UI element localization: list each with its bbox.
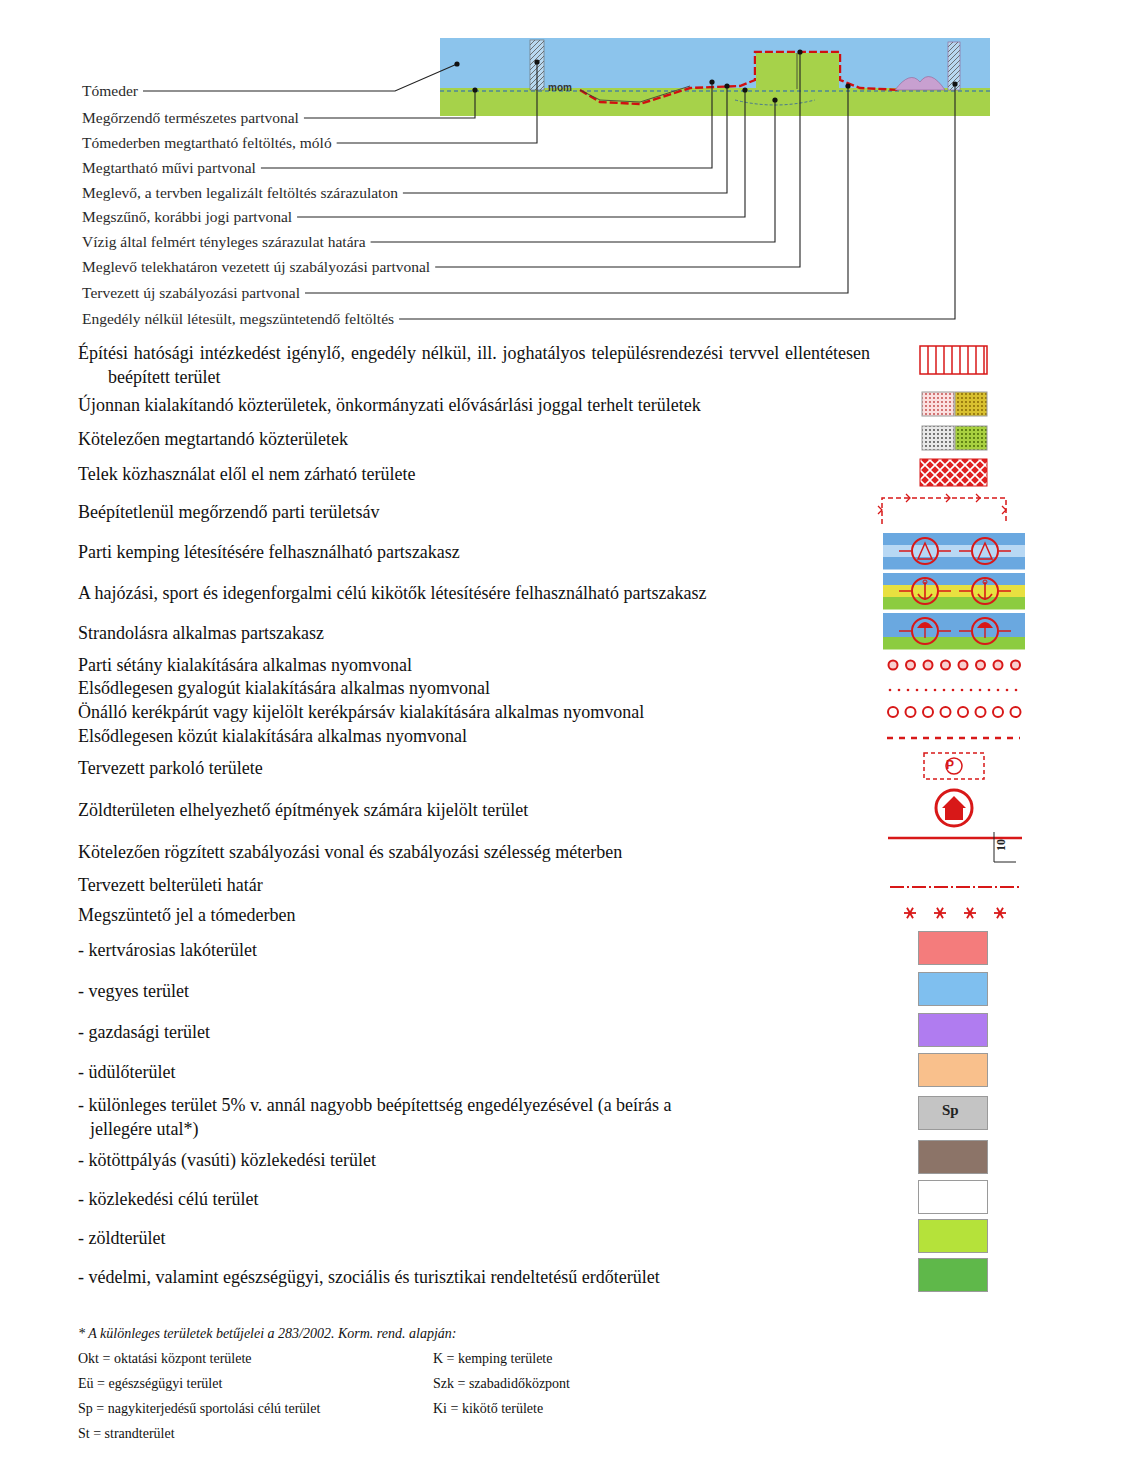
leader-line [371, 100, 775, 242]
leader-dot [772, 97, 777, 102]
legend-label: - különleges terület 5% v. annál nagyobb… [78, 1093, 683, 1141]
legend-label: - közlekedési célú terület [78, 1187, 258, 1211]
symbol-label: P [946, 758, 954, 772]
promenade-line-symbol [889, 661, 1021, 670]
legend-label: Kötelezően megtartandó közterületek [78, 427, 348, 451]
footnote: * A különleges területek betűjelei a 283… [78, 1325, 456, 1343]
callout-label: Meglevő telekhatáron vezetett új szabály… [82, 257, 430, 277]
leader-dot [724, 83, 729, 88]
callout-label: Engedély nélkül létesült, megszüntetendő… [82, 309, 394, 329]
callout-label: Meglevő, a tervben legalizált feltöltés … [82, 183, 398, 203]
legend-label: Kötelezően rögzített szabályozási vonal … [78, 840, 622, 864]
leader-line [304, 90, 475, 118]
legend-label: Újonnan kialakítandó közterületek, önkor… [78, 393, 701, 417]
footnote: Szk = szabadidőközpont [433, 1375, 570, 1393]
legend-label: Telek közhasználat elől el nem zárható t… [78, 462, 416, 486]
color-swatch [918, 1180, 988, 1214]
footnote: Eü = egészségügyi terület [78, 1375, 222, 1393]
callout-label: Megőrzendő természetes partvonal [82, 108, 299, 128]
legend-label: - vegyes terület [78, 979, 189, 1003]
footnote: St = strandterület [78, 1425, 175, 1443]
cross-section [440, 38, 990, 116]
leader-dot [797, 49, 802, 54]
legend-label: Zöldterületen elhelyezhető építmények sz… [78, 798, 528, 822]
inner-area-boundary-symbol [890, 887, 1020, 888]
leader-line [403, 86, 727, 193]
harbour-shore-symbol [883, 573, 1025, 610]
callout-label: Tervezett új szabályozási partvonal [82, 283, 300, 303]
legend-symbols [878, 346, 1025, 918]
legend-label: - üdülőterület [78, 1060, 175, 1084]
callout-label: Megszűnő, korábbi jogi partvonal [82, 207, 292, 227]
legend-label: Beépítetlenül megőrzendő parti területsá… [78, 500, 379, 524]
callout-label: Megtartható művi partvonal [82, 158, 256, 178]
parking-symbol [924, 753, 984, 779]
legend-label: - gazdasági terület [78, 1020, 210, 1044]
footnote: Okt = oktatási központ területe [78, 1350, 252, 1368]
leader-line [261, 82, 712, 168]
symbol-label: 10 [994, 839, 1008, 851]
legend-label: Tervezett parkoló területe [78, 756, 263, 780]
road-line-symbol [887, 738, 1020, 739]
legend-label: Strandolásra alkalmas partszakasz [78, 621, 324, 645]
color-swatch [918, 1013, 988, 1047]
removal-mark-symbol [904, 908, 1006, 918]
legend-label: - védelmi, valamint egészségügyi, szociá… [78, 1265, 660, 1289]
callout-label: Tómederben megtartható feltöltés, móló [82, 133, 332, 153]
callout-label: Vízig által felmért tényleges szárazulat… [82, 232, 366, 252]
color-swatch [918, 972, 988, 1006]
color-swatch [918, 1053, 988, 1087]
color-swatch [918, 1219, 988, 1253]
legend-label: - zöldterület [78, 1226, 165, 1250]
legend-label: Elsődlegesen gyalogút kialakítására alka… [78, 676, 490, 700]
color-swatch [918, 1258, 988, 1292]
footpath-line-symbol [889, 689, 1018, 692]
legend-label: - kertvárosias lakóterület [78, 938, 257, 962]
beach-shore-symbol [883, 613, 1025, 650]
color-swatch [918, 931, 988, 965]
color-swatch [918, 1140, 988, 1174]
legend-label: Építési hatósági intézkedést igénylő, en… [78, 341, 870, 389]
legend-label: Megszüntető jel a tómederben [78, 903, 295, 927]
symbol-label: Sp [942, 1102, 959, 1119]
camping-shore-symbol [883, 533, 1025, 570]
legend-label: Önálló kerékpárút vagy kijelölt kerékpár… [78, 700, 644, 724]
legend-label: Elsődlegesen közút kialakítására alkalma… [78, 724, 467, 748]
cycle-path-line-symbol [888, 707, 1021, 717]
leader-dot [952, 81, 957, 86]
leader-line [143, 64, 457, 91]
unbuilt-strip-symbol [878, 494, 1006, 524]
leader-dot [534, 59, 539, 64]
unauthorized-building-symbol [920, 346, 987, 374]
footnote: Sp = nagykiterjedésű sportolási célú ter… [78, 1400, 320, 1418]
footnote: K = kemping területe [433, 1350, 552, 1368]
leader-dot [742, 87, 747, 92]
legend-label: - kötöttpályás (vasúti) közlekedési terü… [78, 1148, 376, 1172]
legend-label: Tervezett belterületi határ [78, 873, 263, 897]
leader-line [399, 84, 955, 319]
legend-label: A hajózási, sport és idegenforgalmi célú… [78, 581, 706, 605]
leader-dot [472, 87, 477, 92]
legend-label: Parti sétány kialakítására alkalmas nyom… [78, 653, 412, 677]
legend-label: Parti kemping létesítésére felhasználhat… [78, 540, 460, 564]
callout-label: Tómeder [82, 81, 138, 101]
kept-public-area-symbol [922, 426, 987, 450]
leader-dot [845, 83, 850, 88]
regulation-line-symbol [888, 832, 1022, 862]
public-use-area-symbol [920, 459, 987, 486]
footnote: Ki = kikötő területe [433, 1400, 543, 1418]
leader-dot [709, 79, 714, 84]
leader-line [337, 62, 537, 143]
leader-dot [454, 61, 459, 66]
leader-line [435, 52, 800, 267]
green-area-building-symbol [936, 790, 972, 826]
symbol-label: mom [548, 82, 572, 94]
new-public-area-symbol [922, 392, 987, 416]
